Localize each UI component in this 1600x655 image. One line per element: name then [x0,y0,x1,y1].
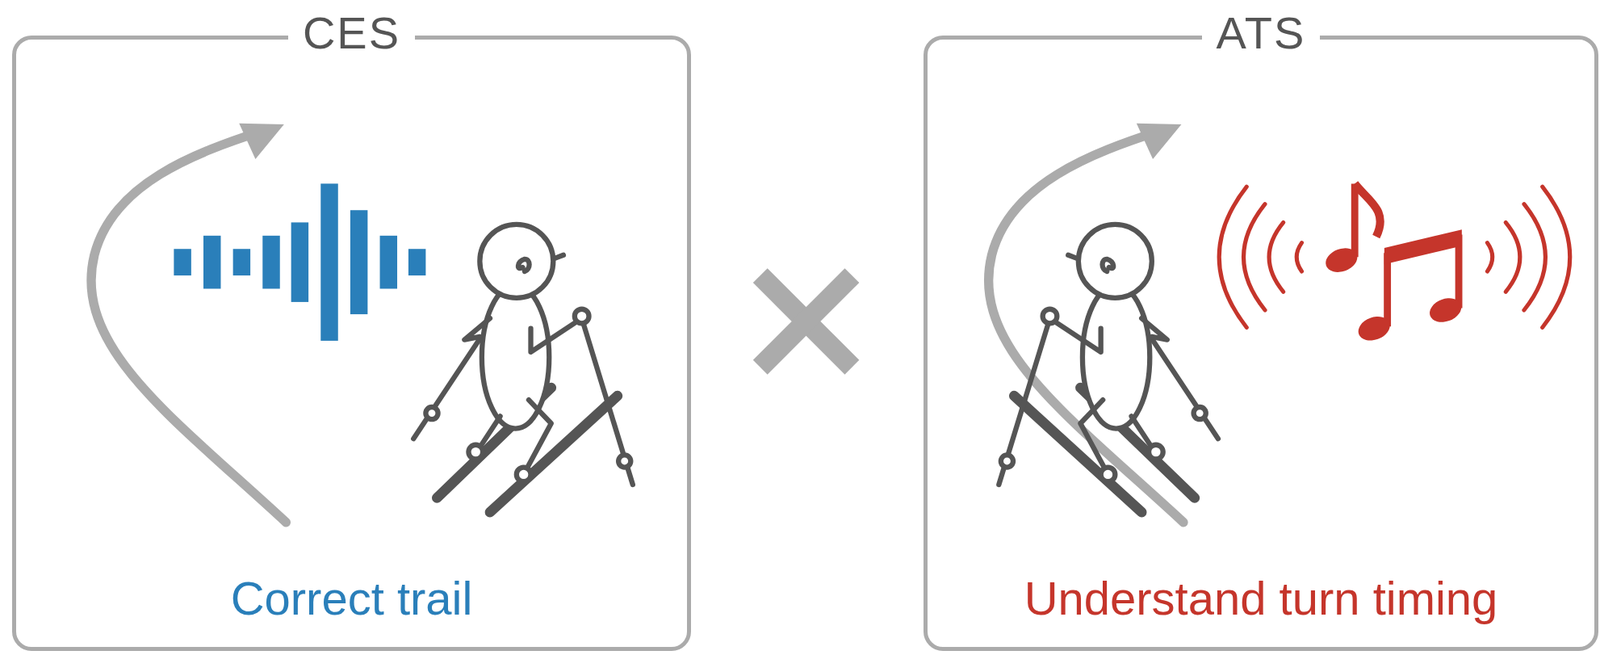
wave-bar [173,248,191,276]
wave-bar [203,235,221,290]
panel-caption: Correct trail [16,572,687,625]
wave-bar [320,183,338,341]
note-head [1426,293,1465,327]
cross-symbol [760,275,853,368]
panel-heading: CES [16,10,687,56]
method-panel: CESCorrect trail [12,35,692,651]
skier-icon [998,224,1219,512]
note-stem [1351,183,1359,257]
heading-text: CES [288,7,415,59]
music-notes [1322,183,1465,344]
wave-bar [350,209,368,315]
sound-wave [173,183,426,341]
wave-bar [233,248,251,276]
note-stem [1383,252,1391,327]
note-head [1322,243,1361,277]
wave-bar [291,221,309,302]
skier-icon [413,224,633,512]
trail-arrow [988,123,1184,523]
note-beam [1384,229,1462,264]
note-stem [1455,234,1463,309]
wave-bar [262,235,280,290]
panel-heading: ATS [927,10,1595,56]
wave-bar [408,248,426,276]
trail-arrow [91,123,286,523]
panel-caption: Understand turn timing [927,572,1595,625]
heading-text: ATS [1202,7,1321,59]
wave-bar [380,235,398,290]
sound-waves [1218,186,1302,327]
method-panel: ATSUnderstand turn timing [923,35,1599,651]
sound-waves [1486,186,1570,327]
note-flag [1354,183,1381,237]
cross-stroke [760,275,853,368]
cross-stroke [760,275,853,368]
note-head [1354,312,1393,345]
